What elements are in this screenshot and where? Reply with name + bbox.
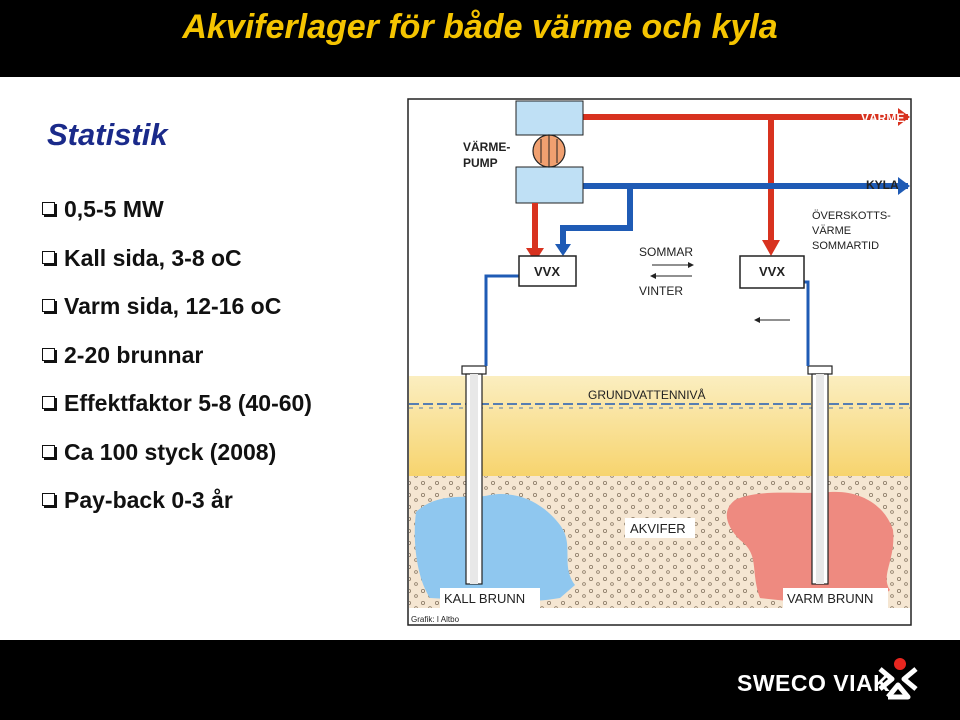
checkbox-bullet-icon	[42, 396, 55, 409]
excess-heat-label: ÖVERSKOTTS-	[812, 210, 891, 222]
slide-title: Akviferlager för både värme och kyla	[182, 8, 778, 46]
groundwater-label: GRUNDVATTENNIVÅ	[588, 387, 706, 402]
excess-heat-label: VÄRME	[812, 225, 851, 237]
graphic-credit: Grafik: I Altbo	[411, 615, 460, 624]
warm-well	[807, 365, 833, 585]
vvx-left-label: VVX	[534, 264, 560, 279]
checkbox-bullet-icon	[42, 347, 55, 361]
winter-label: VINTER	[639, 284, 683, 298]
title-bar	[0, 0, 960, 77]
heat-pump-top	[515, 100, 584, 136]
heat-pump-bottom	[515, 166, 584, 204]
excess-heat-label: SOMMARTID	[812, 240, 879, 252]
vvx-left	[518, 255, 577, 287]
bullet-list: 0,5-5 MW Kall sida, 3-8 oC Varm sida, 12…	[42, 196, 312, 536]
warm-well-label: VARM BRUNN	[787, 591, 873, 606]
cold-water-zone	[414, 494, 575, 602]
heat-label: VÄRME	[861, 110, 904, 125]
aquifer-storage-diagram: VÄRME- PUMP VVX VVX SOMMAR VINTER VÄRME …	[407, 98, 912, 626]
checkbox-bullet-icon	[42, 444, 55, 458]
bullet-item: Kall sida, 3-8 oC	[42, 245, 312, 294]
company-logo-text: SWECO VIAK	[737, 670, 891, 696]
warm-water-zone	[726, 491, 894, 603]
heat-pump-label: PUMP	[463, 156, 498, 170]
bullet-item: 0,5-5 MW	[42, 196, 312, 245]
checkbox-bullet-icon	[42, 493, 55, 506]
cool-label: KYLA	[866, 178, 899, 192]
cold-well	[461, 365, 487, 585]
bullet-item: Effektfaktor 5-8 (40-60)	[42, 390, 312, 439]
bullet-item: Varm sida, 12-16 oC	[42, 293, 312, 342]
vvx-right	[739, 255, 805, 289]
checkbox-bullet-icon	[42, 299, 55, 312]
vvx-right-label: VVX	[759, 264, 785, 279]
bullet-item: Ca 100 styck (2008)	[42, 439, 312, 488]
cold-well-label: KALL BRUNN	[444, 591, 525, 606]
footer-bar	[0, 640, 960, 720]
heat-pump-label: VÄRME-	[463, 139, 510, 154]
bullet-item: 2-20 brunnar	[42, 342, 312, 391]
aquifer-label: AKVIFER	[630, 521, 686, 536]
sweco-logo-icon	[878, 658, 918, 700]
checkbox-bullet-icon	[42, 250, 55, 264]
bullet-item: Pay-back 0-3 år	[42, 487, 312, 536]
cold-supply-pipe	[484, 274, 520, 366]
checkbox-bullet-icon	[42, 202, 55, 215]
section-heading: Statistik	[47, 117, 168, 152]
summer-label: SOMMAR	[639, 245, 693, 259]
